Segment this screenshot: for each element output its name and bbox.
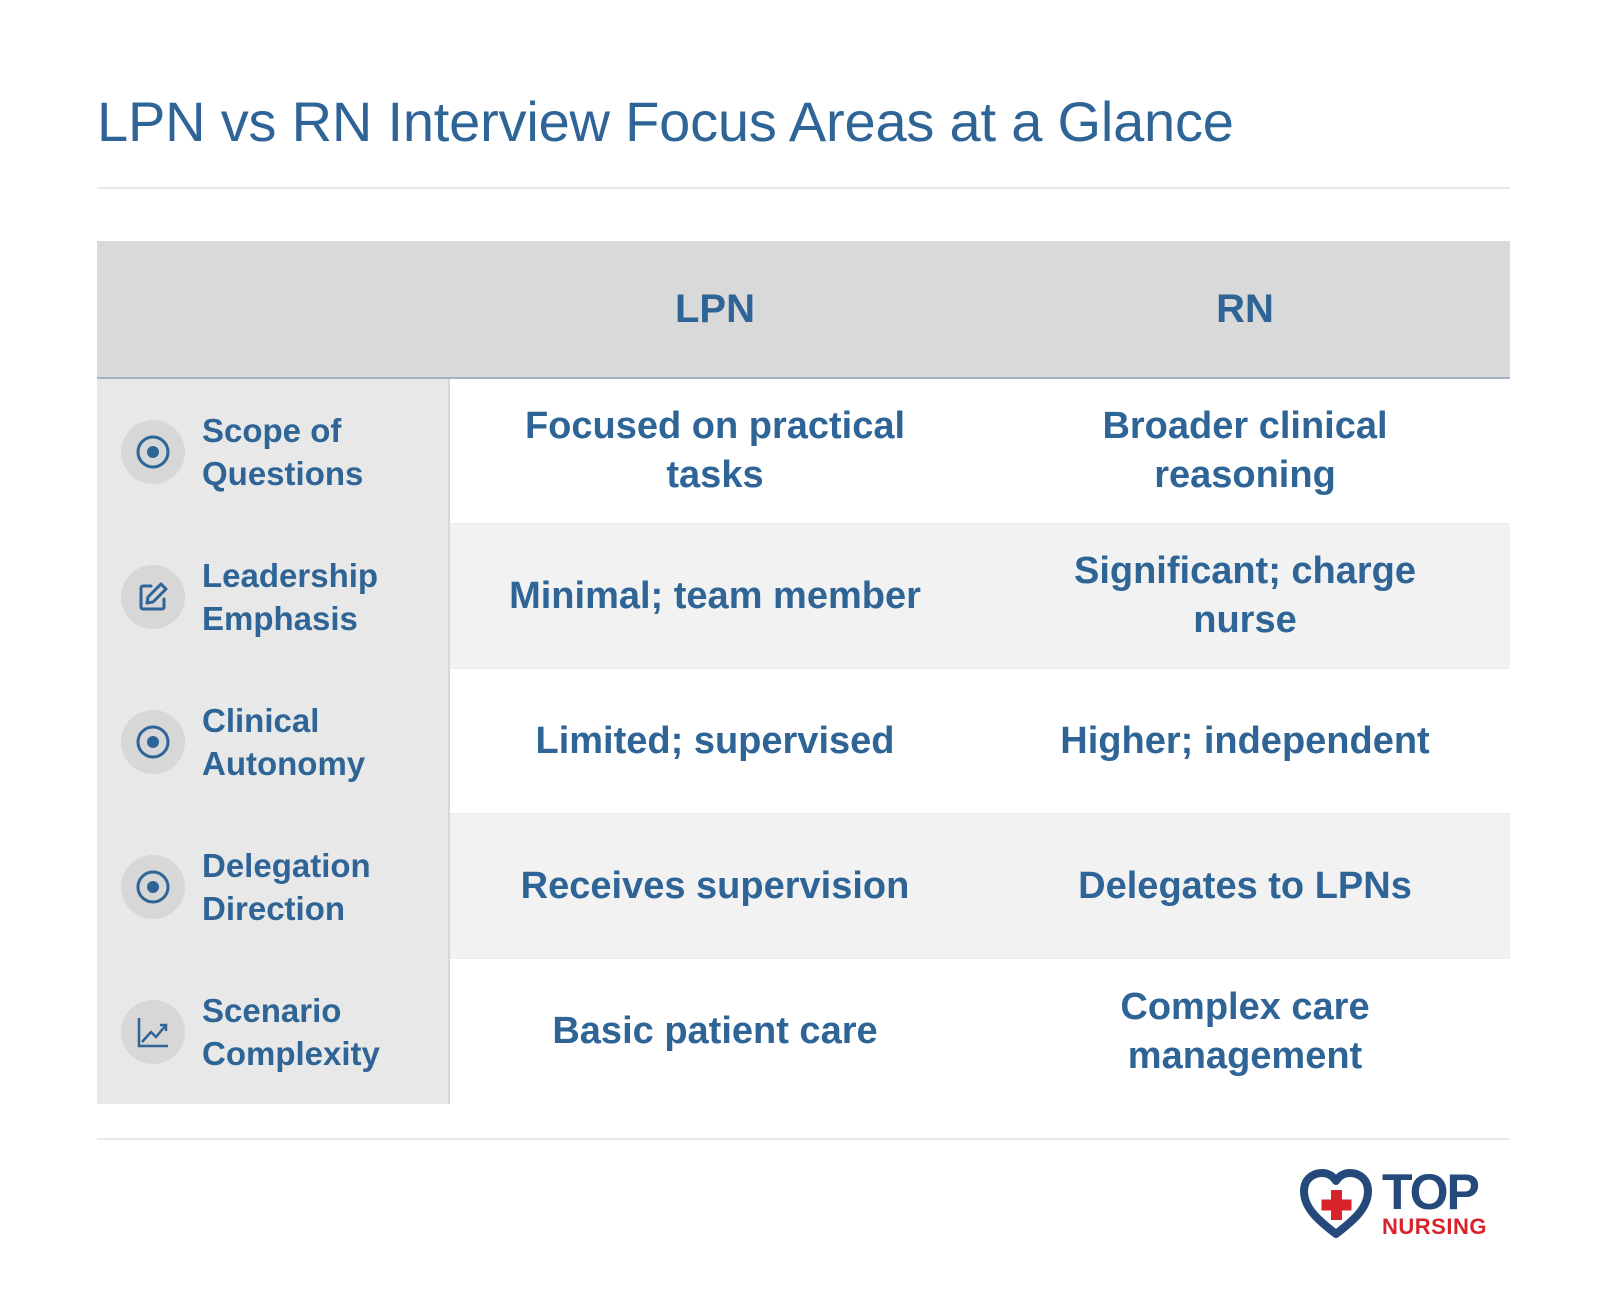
row-label: Clinical Autonomy [202,701,366,782]
table-row: Leadership Emphasis Minimal; team member… [97,524,1510,669]
header-lpn: LPN [675,286,755,331]
row-label: Scenario Complexity [202,991,380,1072]
bottom-divider [97,1138,1510,1140]
lpn-value: Minimal; team member [450,524,980,669]
logo-top-text: TOP [1382,1164,1480,1220]
table-row: Scope of Questions Focused on practical … [97,379,1510,524]
row-label: Scope of Questions [202,411,364,492]
logo-bottom-text: NURSING [1382,1214,1487,1239]
row-label: Delegation Direction [202,846,371,927]
header-empty-cell [97,241,450,377]
target-icon [121,419,185,484]
lpn-value: Limited; supervised [450,669,980,814]
comparison-table: LPN RN Scope of Questions Focused on pra… [97,241,1510,1104]
target-icon [121,709,185,774]
lpn-value: Basic patient care [450,959,980,1104]
rn-value: Higher; independent [980,669,1510,814]
top-divider [97,187,1510,189]
target-icon [121,854,185,919]
rn-value: Broader clinical reasoning [980,379,1510,524]
header-rn: RN [1216,286,1274,331]
top-nursing-logo: TOP NURSING [1298,1164,1487,1240]
lpn-value: Focused on practical tasks [450,379,980,524]
rn-value: Significant; charge nurse [980,524,1510,669]
page-title: LPN vs RN Interview Focus Areas at a Gla… [97,90,1234,153]
row-label-cell: Delegation Direction [97,814,450,959]
row-label-cell: Leadership Emphasis [97,524,450,669]
rn-value: Delegates to LPNs [980,814,1510,959]
table-header: LPN RN [97,241,1510,379]
row-label: Leadership Emphasis [202,556,379,637]
table-row: Clinical Autonomy Limited; supervised Hi… [97,669,1510,814]
rn-value: Complex care management [980,959,1510,1104]
row-label-cell: Scenario Complexity [97,959,450,1104]
heart-cross-icon [1300,1169,1372,1238]
table-row: Scenario Complexity Basic patient care C… [97,959,1510,1104]
table-row: Delegation Direction Receives supervisio… [97,814,1510,959]
row-label-cell: Scope of Questions [97,379,450,524]
lpn-value: Receives supervision [450,814,980,959]
edit-icon [121,564,185,629]
trend-chart-icon [121,999,185,1064]
row-label-cell: Clinical Autonomy [97,669,450,814]
